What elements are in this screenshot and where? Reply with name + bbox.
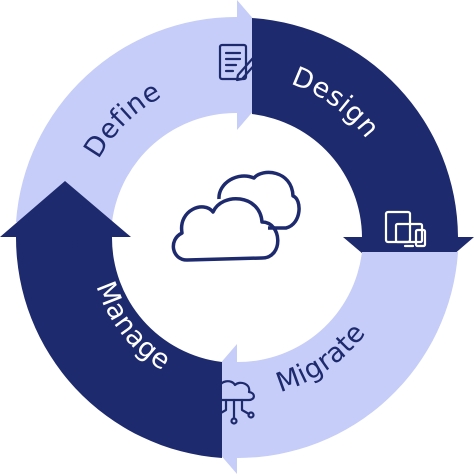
cloud-network-icon <box>212 380 255 425</box>
design-segment <box>252 18 474 293</box>
gear-search-icon <box>40 210 92 264</box>
define-segment <box>16 0 293 222</box>
devices-icon <box>384 210 427 248</box>
cloud-icon <box>171 170 301 262</box>
document-pen-icon <box>218 43 259 82</box>
manage-segment <box>0 181 222 458</box>
